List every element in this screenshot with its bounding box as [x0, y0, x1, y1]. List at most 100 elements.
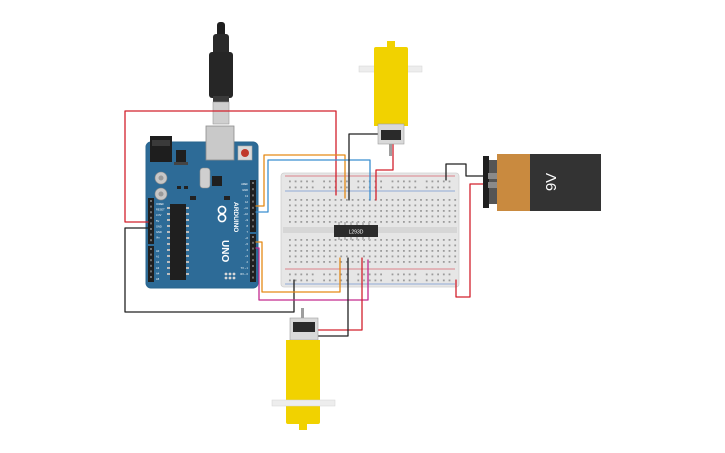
- header-pin[interactable]: [150, 233, 152, 236]
- breadboard-hole: [311, 239, 314, 241]
- breadboard-hole: [323, 210, 325, 212]
- breadboard-hole: [317, 204, 320, 207]
- breadboard-hole: [374, 210, 377, 212]
- breadboard-hole: [306, 180, 308, 183]
- breadboard-hole: [294, 210, 297, 212]
- breadboard-hole: [425, 180, 428, 183]
- breadboard-hole: [385, 221, 388, 223]
- pin-label: 12: [245, 200, 248, 204]
- breadboard-hole: [311, 244, 314, 247]
- breadboard-hole: [431, 199, 434, 201]
- header-pin[interactable]: [150, 276, 152, 278]
- breadboard-hole: [328, 186, 331, 189]
- header-pin[interactable]: [252, 182, 254, 184]
- breadboard-hole: [357, 221, 360, 223]
- breadboard-holes: [289, 180, 457, 282]
- header-pin[interactable]: [150, 216, 152, 219]
- wire-battery-red: [455, 183, 490, 298]
- breadboard-hole: [414, 204, 417, 207]
- breadboard-hole: [328, 273, 331, 276]
- header-pin[interactable]: [150, 200, 152, 202]
- breadboard-hole: [397, 221, 400, 223]
- header-pin[interactable]: [252, 270, 254, 273]
- breadboard-hole: [374, 215, 377, 218]
- header-pin[interactable]: [252, 247, 254, 250]
- header-pin[interactable]: [150, 239, 152, 242]
- header-pin[interactable]: [150, 270, 152, 273]
- breadboard-hole: [380, 279, 382, 282]
- breadboard-hole: [357, 279, 360, 282]
- header-pin[interactable]: [150, 228, 152, 230]
- breadboard-hole: [437, 204, 439, 207]
- header-pin[interactable]: [252, 236, 254, 238]
- breadboard-hole: [420, 244, 422, 247]
- breadboard-hole: [425, 273, 428, 276]
- breadboard-hole: [334, 239, 337, 241]
- pin-label: ~3: [245, 254, 249, 258]
- header-pin[interactable]: [252, 259, 254, 262]
- header-pin[interactable]: [252, 206, 254, 209]
- breadboard-hole: [289, 255, 291, 258]
- breadboard-hole: [323, 215, 325, 218]
- breadboard-hole: [431, 204, 434, 207]
- header-pin[interactable]: [150, 264, 152, 267]
- breadboard-hole: [363, 244, 365, 247]
- breadboard-hole: [374, 204, 377, 207]
- breadboard-hole: [363, 279, 365, 282]
- arduino-brand-label: ARDUINO: [232, 202, 239, 232]
- breadboard-hole: [368, 244, 371, 247]
- breadboard-hole: [437, 250, 439, 252]
- breadboard-hole: [340, 215, 343, 218]
- pin-label: GND: [156, 230, 162, 234]
- breadboard-hole: [408, 215, 411, 218]
- header-pin[interactable]: [252, 200, 254, 203]
- breadboard-hole: [448, 239, 451, 241]
- breadboard-hole: [311, 215, 314, 218]
- header-pin[interactable]: [252, 194, 254, 197]
- breadboard-hole: [442, 210, 445, 212]
- header-pin[interactable]: [252, 188, 254, 191]
- header-pin[interactable]: [150, 248, 152, 250]
- header-pin[interactable]: [150, 253, 152, 256]
- breadboard-hole: [328, 255, 331, 258]
- breadboard-hole: [448, 186, 451, 189]
- header-pin[interactable]: [150, 205, 152, 208]
- header-pin[interactable]: [252, 265, 254, 267]
- breadboard-hole: [431, 255, 434, 258]
- breadboard-hole: [397, 250, 400, 252]
- breadboard-hole: [351, 221, 354, 223]
- breadboard-hole: [346, 244, 348, 247]
- breadboard-hole: [328, 221, 331, 223]
- breadboard-hole: [442, 215, 445, 218]
- header-pin[interactable]: [252, 276, 254, 279]
- breadboard-hole: [437, 221, 439, 223]
- pin-label: ~10: [244, 212, 249, 216]
- breadboard-hole: [289, 273, 291, 276]
- header-pin[interactable]: [252, 213, 254, 215]
- header-pin[interactable]: [252, 253, 254, 256]
- breadboard-hole: [294, 199, 297, 201]
- header-pin[interactable]: [150, 211, 152, 214]
- digital-header-top: [250, 180, 256, 232]
- breadboard-hole: [454, 199, 457, 201]
- breadboard-hole: [334, 215, 337, 218]
- breadboard-hole: [380, 204, 382, 207]
- breadboard-hole: [385, 239, 388, 241]
- breadboard-hole: [328, 204, 331, 207]
- breadboard-hole: [311, 255, 314, 258]
- breadboard-hole: [334, 261, 337, 263]
- breadboard-hole: [306, 204, 308, 207]
- pin-label: 5V: [156, 219, 159, 223]
- header-pin[interactable]: [252, 241, 254, 244]
- header-pin[interactable]: [150, 259, 152, 262]
- header-pin[interactable]: [252, 225, 254, 228]
- breadboard-hole: [385, 255, 388, 258]
- breadboard-hole: [346, 250, 348, 252]
- header-pin[interactable]: [252, 219, 254, 222]
- breadboard-hole: [431, 215, 434, 218]
- breadboard-hole: [323, 279, 325, 282]
- analog-header: [148, 246, 154, 282]
- breadboard-hole: [437, 261, 439, 263]
- header-pin[interactable]: [150, 222, 152, 225]
